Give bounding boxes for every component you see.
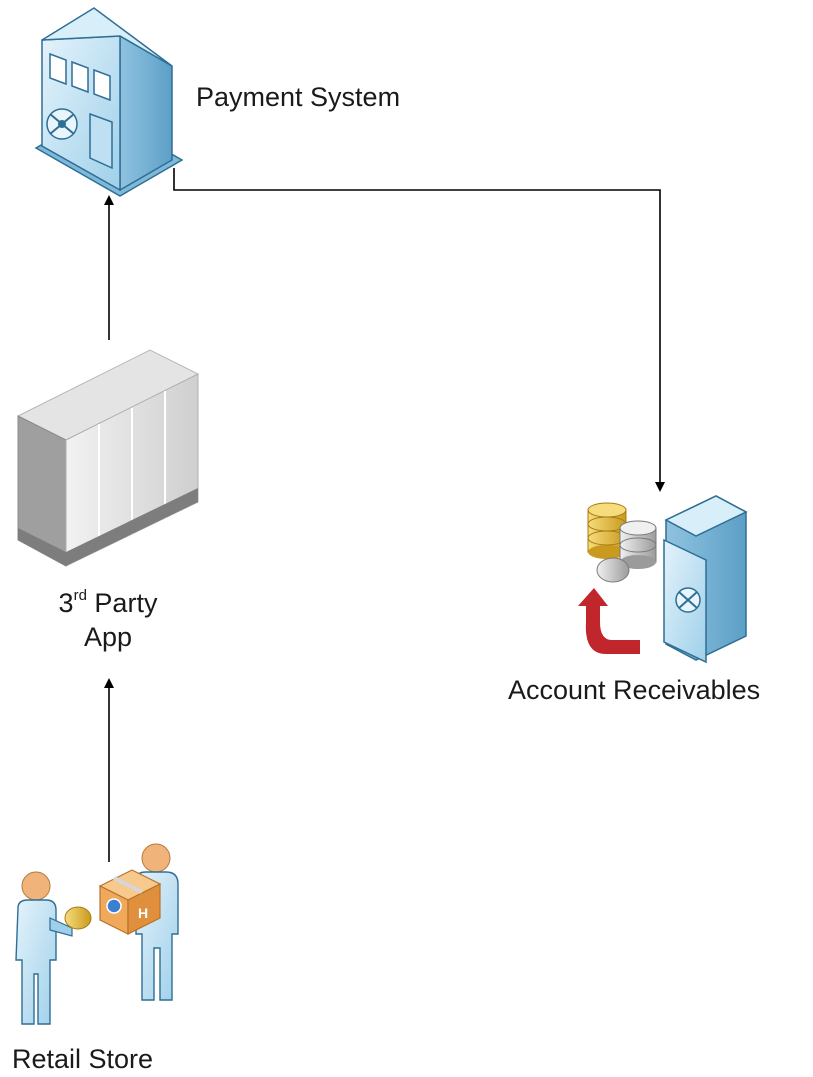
third-party-app-label-line2: App — [83, 622, 133, 652]
third-party-app-label-sup: rd — [73, 587, 87, 604]
third-party-app-label: 3rd Party App — [20, 586, 196, 654]
third-party-app-label-rest: Party — [86, 588, 158, 618]
payment-system-label: Payment System — [196, 82, 401, 112]
people-exchange-icon: H — [15, 843, 179, 1025]
account-receivables-label: Account Receivables — [508, 675, 761, 705]
retail-store-label: Retail Store — [12, 1044, 154, 1074]
edge-payment-to-account — [173, 168, 665, 492]
third-party-app-label-prefix: 3 — [58, 588, 74, 618]
third-party-app-label-line1: 3rd Party — [20, 586, 196, 620]
vault-coins-icon — [578, 495, 748, 664]
server-rack-icon — [16, 349, 200, 567]
bank-building-icon — [34, 7, 184, 197]
svg-text:H: H — [138, 905, 148, 921]
